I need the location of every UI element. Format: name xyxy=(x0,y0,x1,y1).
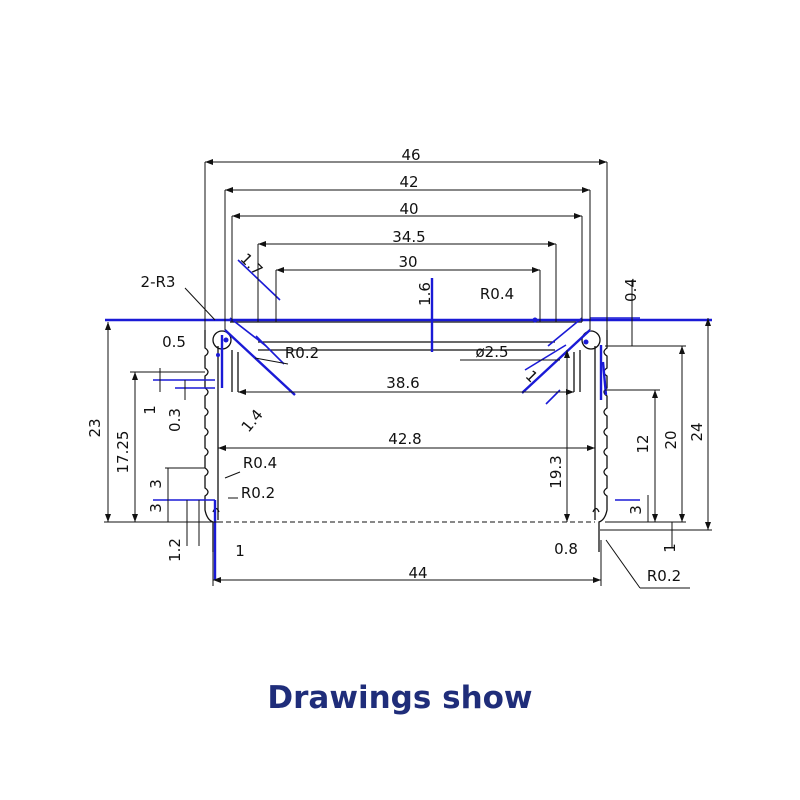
dim-24: 24 xyxy=(688,422,706,441)
dim-3-a: 3 xyxy=(147,479,165,489)
dim-3-b: 3 xyxy=(147,503,165,513)
dim-42: 42 xyxy=(399,173,418,191)
label-r0-4-top: R0.4 xyxy=(480,285,514,303)
dim-30: 30 xyxy=(398,253,417,271)
dim-38-6: 38.6 xyxy=(386,374,419,392)
dim-0-8: 0.8 xyxy=(554,540,578,558)
dim-20: 20 xyxy=(662,430,680,449)
dimension-labels: 46 42 40 34.5 30 38.6 42.8 44 23 17.25 2… xyxy=(86,146,706,585)
dim-1-4: 1.4 xyxy=(238,406,267,436)
dim-0-3: 0.3 xyxy=(166,408,184,432)
dim-0-4: 0.4 xyxy=(622,278,640,302)
highlight-lines xyxy=(105,259,712,580)
horizontal-dimensions xyxy=(204,159,608,586)
dim-19-3: 19.3 xyxy=(547,455,565,488)
label-r0-2-side: R0.2 xyxy=(241,484,275,502)
dim-34-5: 34.5 xyxy=(392,228,425,246)
dim-44: 44 xyxy=(408,564,427,582)
dim-42-8: 42.8 xyxy=(388,430,421,448)
label-2-r3: 2-R3 xyxy=(141,273,176,291)
dim-23: 23 xyxy=(86,418,104,437)
dim-40: 40 xyxy=(399,200,418,218)
label-r0-4-side: R0.4 xyxy=(243,454,277,472)
label-r0-2-top: R0.2 xyxy=(285,344,319,362)
dim-3-c: 3 xyxy=(627,505,645,515)
caption-title: Drawings show xyxy=(267,680,533,716)
vertical-dimensions xyxy=(104,280,712,589)
dim-0-5: 0.5 xyxy=(162,333,186,351)
label-diameter-2-5: ø2.5 xyxy=(475,343,508,361)
dim-1-7: 1.7 xyxy=(237,250,267,280)
dim-46: 46 xyxy=(401,146,420,164)
dim-12: 12 xyxy=(634,434,652,453)
dim-17-25: 17.25 xyxy=(114,431,132,474)
dim-1-6: 1.6 xyxy=(416,282,434,306)
dim-1-c: 1 xyxy=(661,543,679,553)
label-r0-2-bottom: R0.2 xyxy=(647,567,681,585)
dim-1-b: 1 xyxy=(235,542,245,560)
dim-1-2: 1.2 xyxy=(166,538,184,562)
dim-1: 1 xyxy=(141,405,159,415)
